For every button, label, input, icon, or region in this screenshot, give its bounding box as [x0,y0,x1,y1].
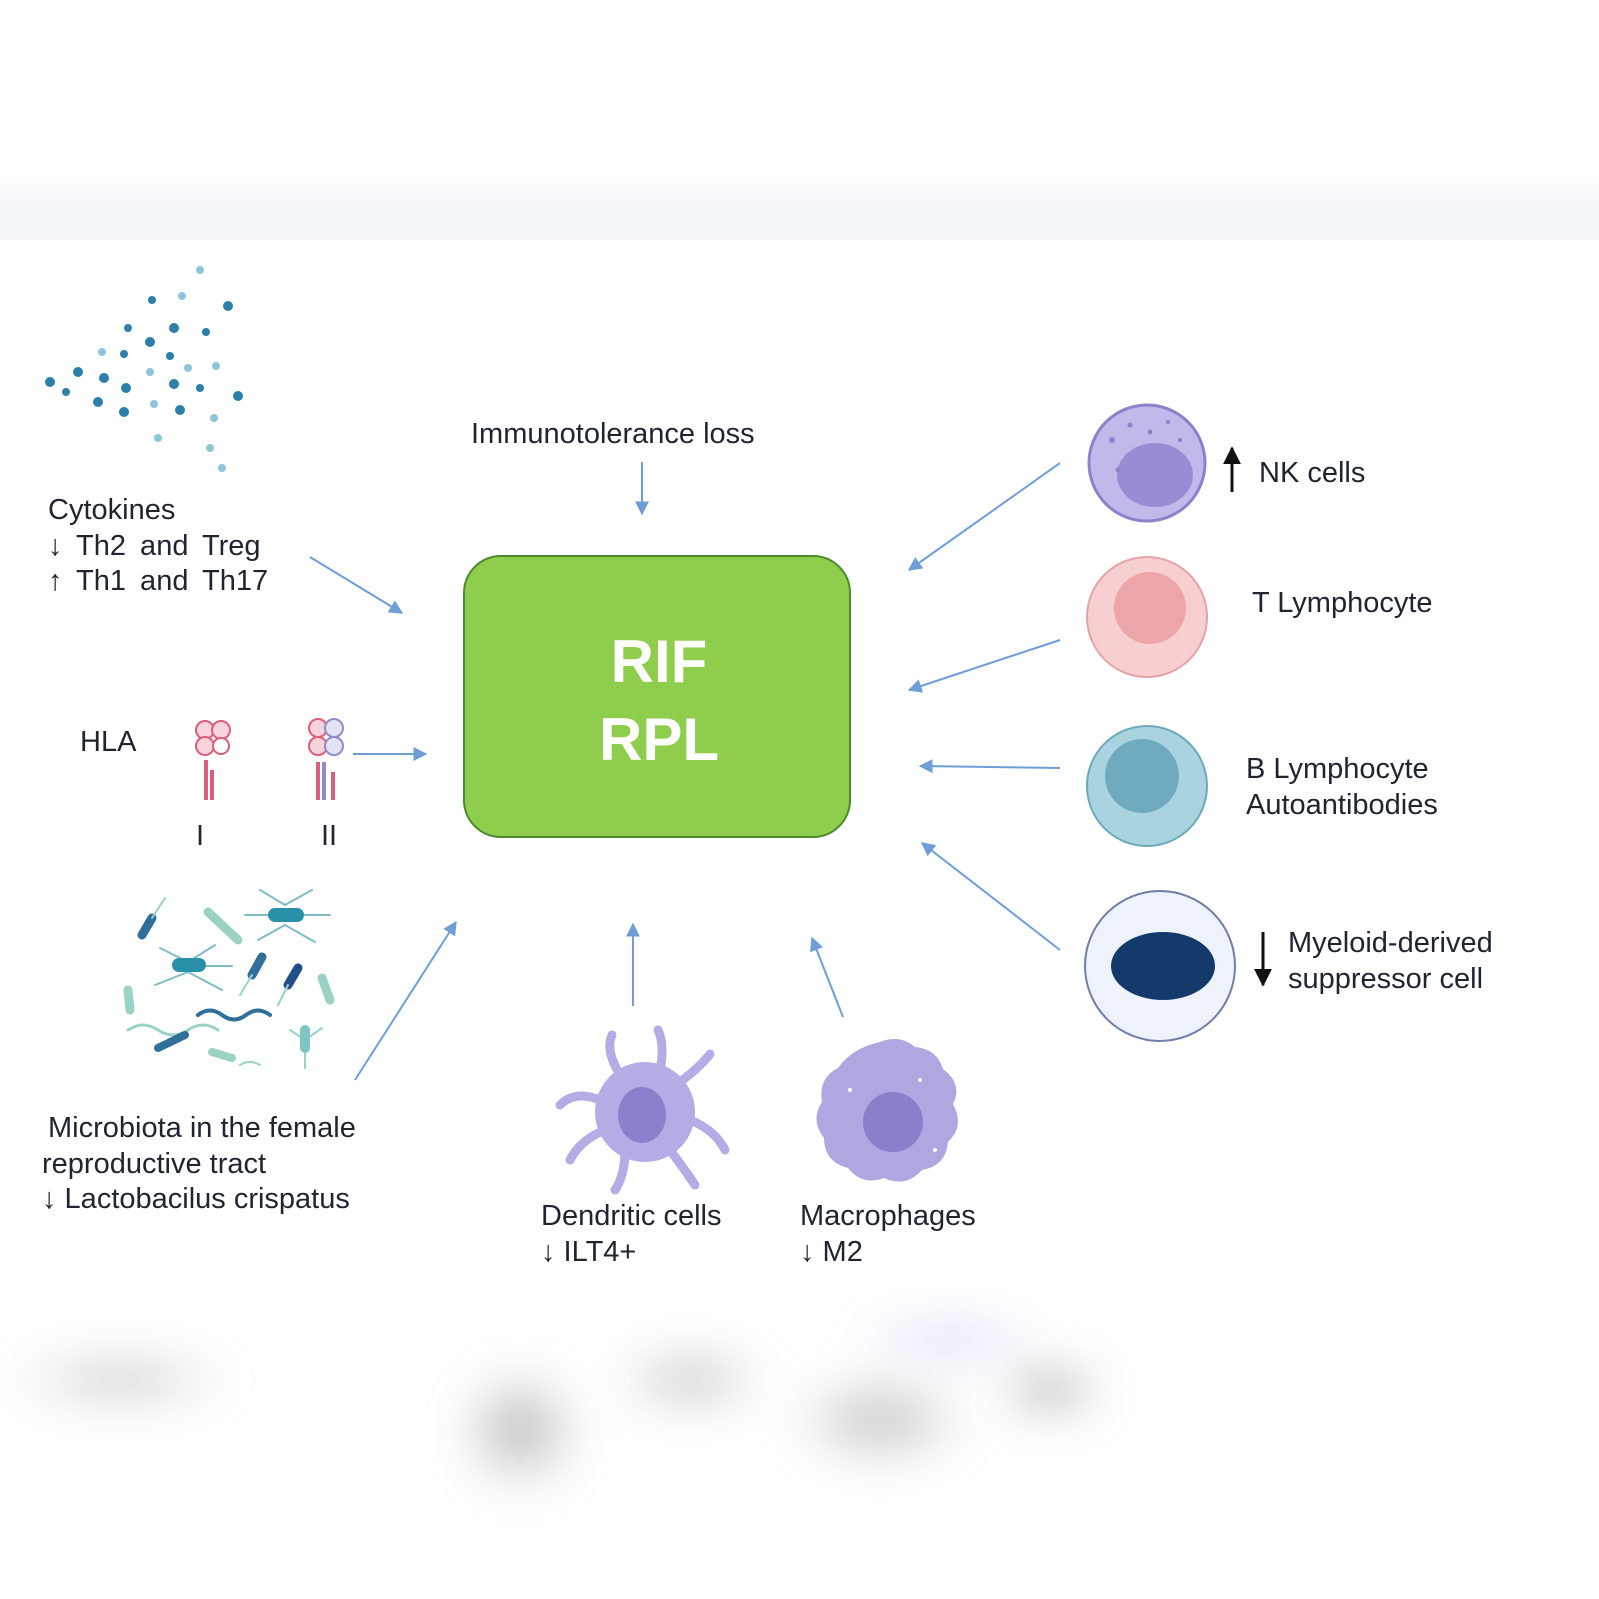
bottom-blurred-band [0,1320,1599,1580]
cytokine-dot [223,301,233,311]
cytokines-title: Cytokines [48,494,176,526]
rif-rpl-box: RIF RPL [463,555,851,838]
cytokine-dot [210,414,218,422]
immunotolerance-label: Immunotolerance loss [471,418,755,450]
cytokine-dot [150,400,158,408]
myeloid-cell-icon [1084,890,1236,1042]
cytokine-dot [121,383,131,393]
cytokine-dot [119,407,129,417]
arrow-t-cell [907,639,1061,693]
nk-cell-icon [1087,403,1207,523]
arrow-b-cell [918,759,1061,774]
cytokine-dot [206,444,214,452]
top-fade-band [0,170,1599,240]
hla-class-ii-icon [308,718,344,800]
cytokine-dot [124,324,132,332]
cytokine-dot [184,364,192,372]
dots-cluster-icon [45,266,243,472]
cytokine-dot [145,337,155,347]
hla-label: HLA [80,726,137,758]
arrow-macrophages [810,936,844,1018]
cytokine-dot [196,384,204,392]
arrows [309,462,1061,1081]
macrophages-label: Macrophages [800,1200,976,1232]
cytokine-dot [218,464,226,472]
microbiota-line3: ↓ Lactobacilus crispatus [42,1183,350,1215]
cytokine-dot [233,391,243,401]
cytokine-dot [73,367,83,377]
center-label-rif: RIF [610,628,708,695]
t-lymphocyte-label: T Lymphocyte [1252,587,1433,619]
dendritic-label: Dendritic cells [541,1200,722,1232]
cytokine-dot [62,388,70,396]
macrophages-m2-label: ↓ M2 [800,1236,863,1268]
cytokine-dot [45,377,55,387]
myeloid-derived-label: Myeloid-derived [1288,927,1493,959]
cytokine-dot [166,352,174,360]
cytokine-dot [146,368,154,376]
cytokine-dot [120,350,128,358]
microbiota-line1: Microbiota in the female [48,1112,356,1144]
arrow-mdsc [920,842,1061,951]
cytokine-dot [178,292,186,300]
cytokine-dot [212,362,220,370]
cytokines-th2-line: ↓ Th2 and Treg [48,530,261,562]
cytokine-dot [169,323,179,333]
cytokine-dot [93,397,103,407]
hla-class-ii-label: II [321,820,338,852]
cytokine-dot [154,434,162,442]
b-lymphocyte-label: B Lymphocyte [1246,753,1429,785]
cytokine-dot [99,373,109,383]
bacteria-icon [123,889,335,1069]
suppressor-cell-label: suppressor cell [1288,963,1484,995]
arrow-microbiota [354,920,457,1081]
macrophage-icon [816,1038,958,1182]
hla-class-i-label: I [196,820,205,852]
arrow-cytokines [309,556,404,614]
b-cell-icon [1086,725,1208,847]
hla-class-i-icon [195,720,231,800]
cytokine-dot [196,266,204,274]
autoantibodies-label: Autoantibodies [1246,789,1438,821]
cytokine-dot [175,405,185,415]
cytokine-dot [98,348,106,356]
center-label-rpl: RPL [599,706,719,773]
t-cell-icon [1086,556,1208,678]
hla-molecule-icon [195,718,344,800]
arrow-nk [907,462,1061,571]
dendritic-ilt4-label: ↓ ILT4+ [541,1236,637,1268]
microbiota-line2: reproductive tract [42,1148,267,1180]
cytokine-dot [202,328,210,336]
cytokine-dot [148,296,156,304]
cytokines-th1-line: ↑ Th1 and Th17 [48,565,269,597]
dendritic-cell-icon [555,1025,730,1195]
cytokine-dot [169,379,179,389]
nk-cells-label: NK cells [1259,457,1366,489]
